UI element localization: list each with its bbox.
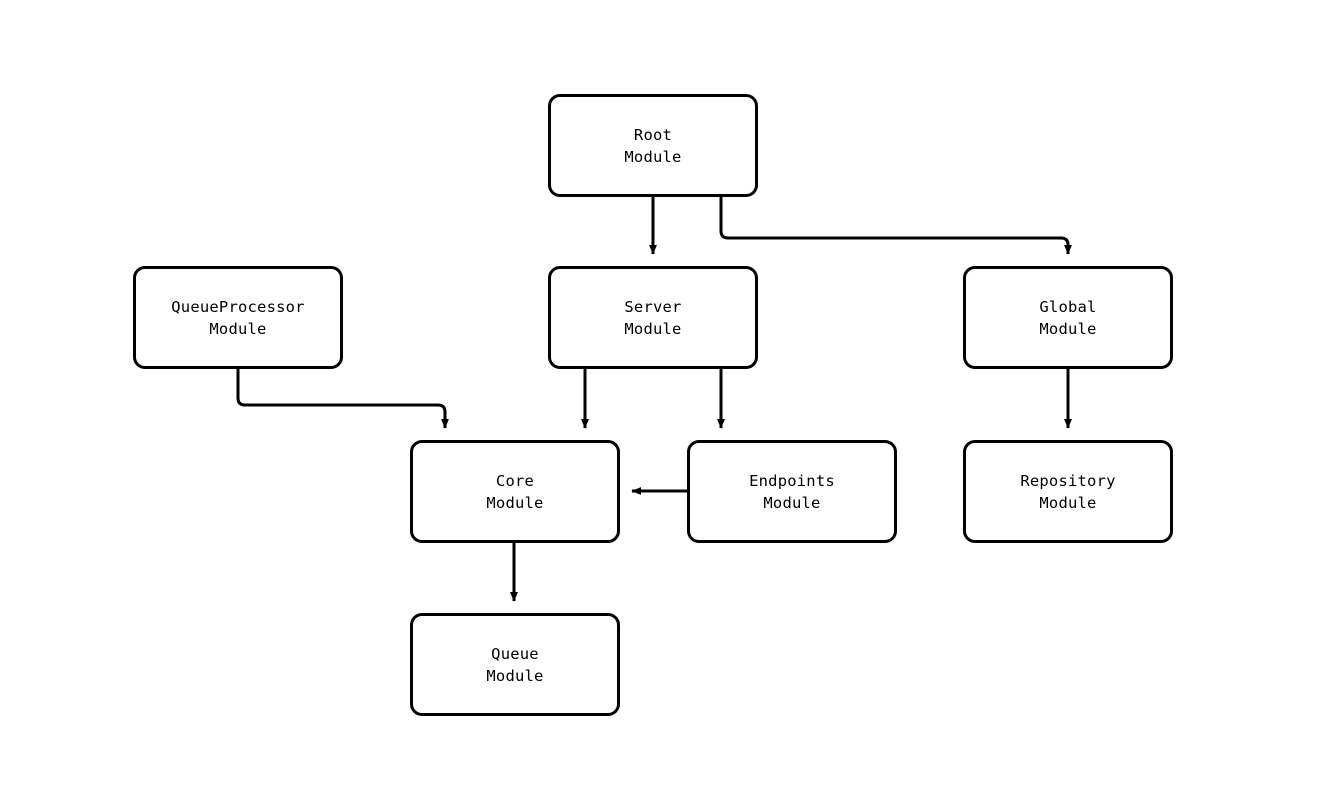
edge-root-to-global	[719, 197, 1072, 255]
node-server-module-label: Server Module	[624, 297, 682, 338]
node-queueprocessor-module[interactable]: QueueProcessor Module	[133, 266, 343, 369]
node-root-module-label: Root Module	[624, 125, 682, 166]
node-repository-module-label: Repository Module	[1020, 471, 1116, 512]
node-server-module[interactable]: Server Module	[548, 266, 758, 369]
edge-queueprocessor-to-core	[236, 369, 449, 429]
node-queue-module-label: Queue Module	[486, 644, 544, 685]
node-core-module[interactable]: Core Module	[410, 440, 620, 543]
node-root-module[interactable]: Root Module	[548, 94, 758, 197]
node-endpoints-module[interactable]: Endpoints Module	[687, 440, 897, 543]
node-queue-module[interactable]: Queue Module	[410, 613, 620, 716]
node-endpoints-module-label: Endpoints Module	[749, 471, 835, 512]
node-global-module[interactable]: Global Module	[963, 266, 1173, 369]
node-global-module-label: Global Module	[1039, 297, 1097, 338]
node-queueprocessor-module-label: QueueProcessor Module	[171, 297, 305, 338]
node-core-module-label: Core Module	[486, 471, 544, 512]
node-repository-module[interactable]: Repository Module	[963, 440, 1173, 543]
